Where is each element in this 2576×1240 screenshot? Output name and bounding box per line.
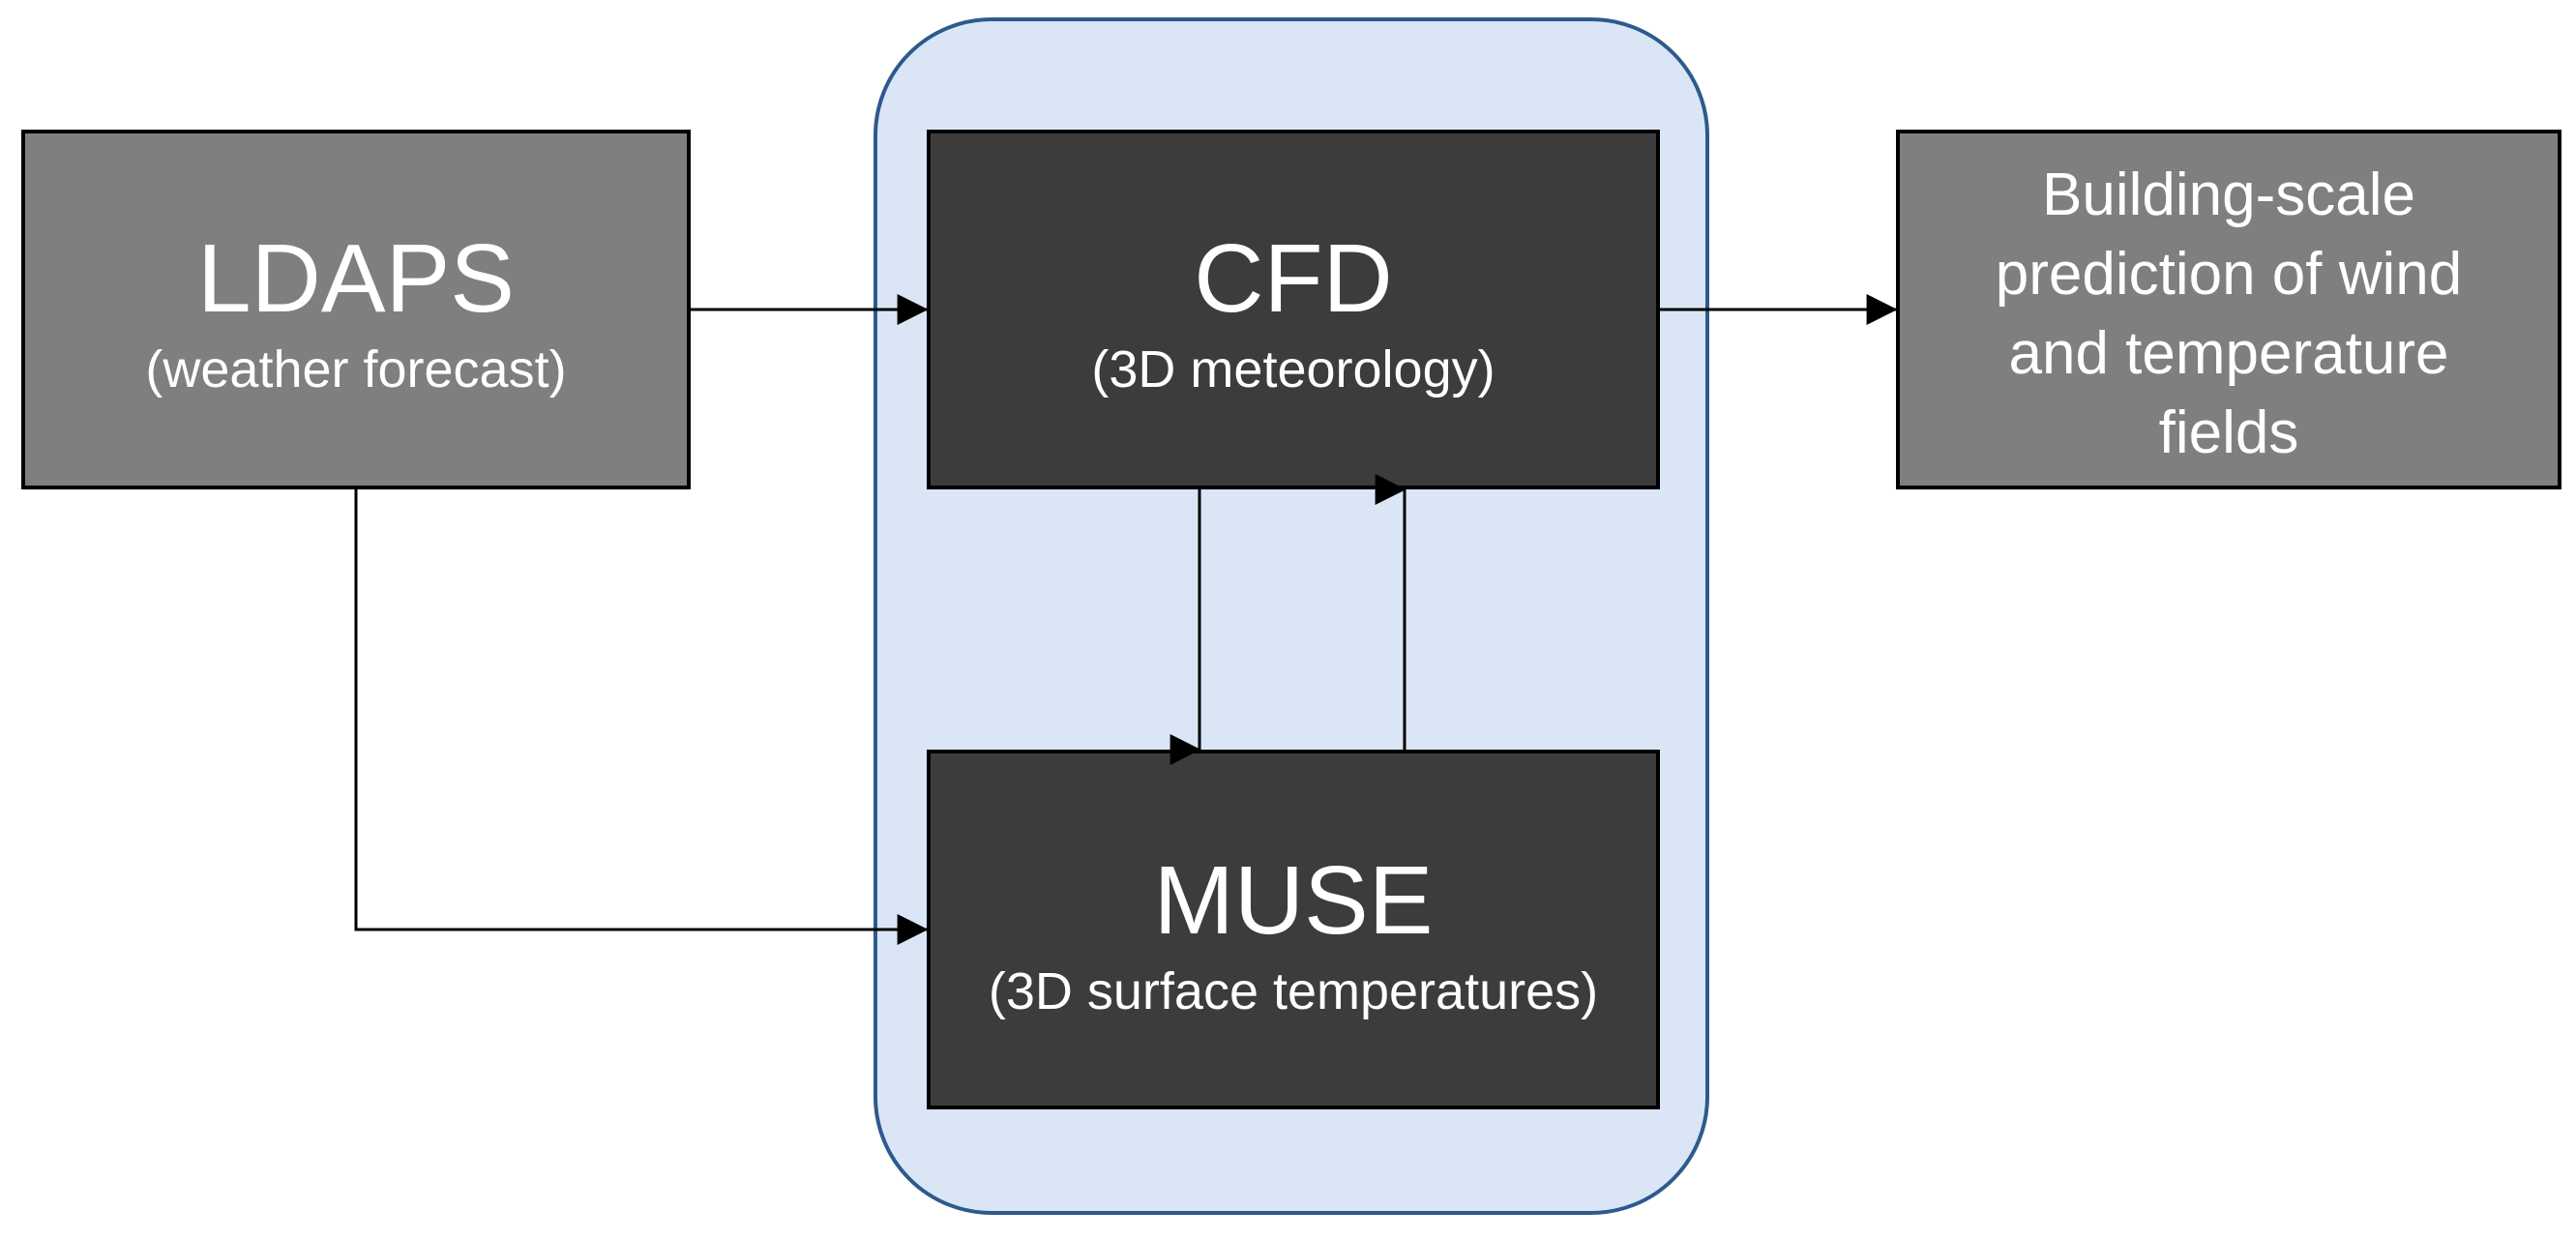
muse-title: MUSE bbox=[1154, 846, 1434, 955]
cfd-title: CFD bbox=[1194, 224, 1393, 333]
ldaps-node: LDAPS (weather forecast) bbox=[21, 130, 691, 489]
output-line-3: and temperature bbox=[2009, 320, 2449, 387]
muse-box bbox=[927, 750, 1660, 1109]
output-line-1: Building-scale bbox=[2042, 162, 2415, 228]
muse-subtitle: (3D surface temperatures) bbox=[989, 962, 1598, 1020]
output-line-2: prediction of wind bbox=[1996, 241, 2463, 308]
arrow-ldaps-to-muse bbox=[354, 487, 929, 945]
cfd-box bbox=[927, 130, 1660, 489]
ldaps-subtitle: (weather forecast) bbox=[145, 340, 566, 399]
output-line-4: fields bbox=[2159, 399, 2299, 466]
cfd-subtitle: (3D meteorology) bbox=[1091, 340, 1495, 399]
output-box bbox=[1896, 130, 2561, 489]
muse-node: MUSE (3D surface temperatures) bbox=[927, 750, 1660, 1109]
ldaps-title: LDAPS bbox=[197, 224, 515, 333]
cfd-node: CFD (3D meteorology) bbox=[927, 130, 1660, 489]
ldaps-box bbox=[21, 130, 691, 489]
output-node: Building-scale prediction of wind and te… bbox=[1896, 130, 2561, 489]
